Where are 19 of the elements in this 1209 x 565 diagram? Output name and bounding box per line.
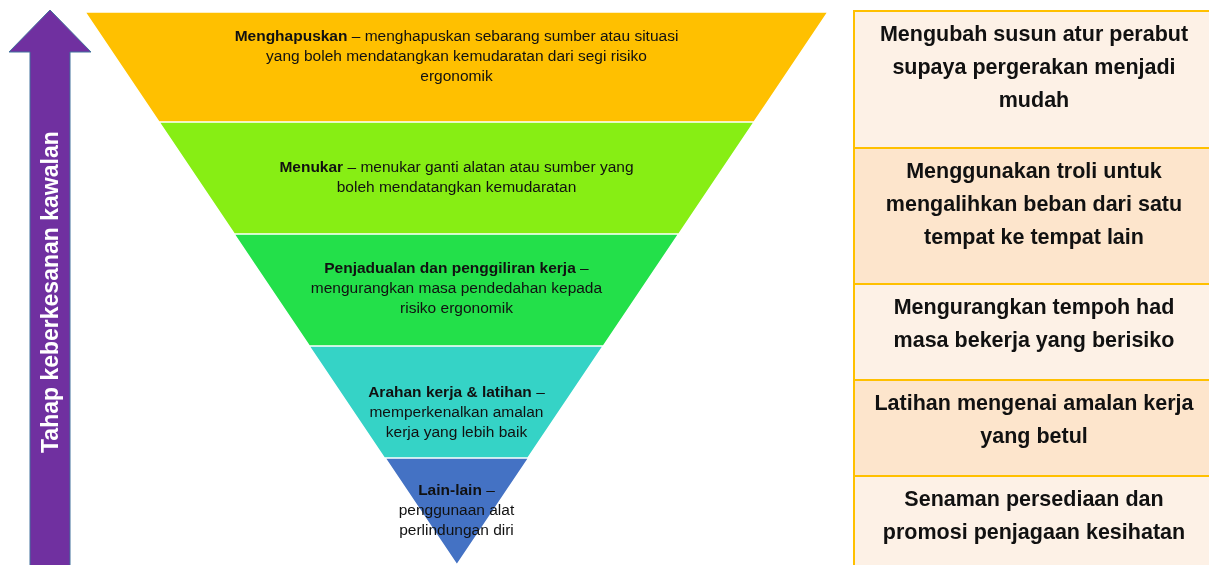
table-row [853, 283, 1209, 379]
table-row [853, 147, 1209, 283]
example-text: Menggunakan troli untuk mengalihkan beban dari satu tempat ke tempat lain [884, 158, 1184, 251]
pyramid-tier [158, 122, 755, 234]
tier-text: Menghapuskan – menghapuskan sebarang sumber atau situasi yang boleh mendatangkan kemudaratan dari segi risiko ergonomik [233, 26, 680, 86]
pyramid-tier [234, 234, 679, 346]
table-row [853, 475, 1209, 565]
table-row [853, 379, 1209, 475]
example-text: Latihan mengenai amalan kerja yang betul [873, 390, 1195, 450]
tier-text: Arahan kerja & latihan – memperkenalkan amalan kerja yang lebih baik [367, 382, 546, 442]
example-text: Mengubah susun atur perabut supaya pergerakan menjadi mudah [878, 21, 1190, 114]
pyramid-tier [85, 12, 828, 122]
example-text: Senaman persediaan dan promosi penjagaan kesihatan [881, 486, 1187, 546]
tier-text: Menukar – menukar ganti alatan atau sumber yang boleh mendatangkan kemudaratan [278, 157, 635, 197]
example-text: Mengurangkan tempoh had masa bekerja yang berisiko [892, 294, 1176, 354]
tier-text: Penjadualan dan penggiliran kerja – mengurangkan masa pendedahan kepada risiko ergonomik [309, 258, 604, 318]
pyramid-tier [309, 346, 604, 458]
table-row [853, 10, 1209, 147]
arrow-label: Tahap keberkesanan kawalan [36, 130, 64, 456]
